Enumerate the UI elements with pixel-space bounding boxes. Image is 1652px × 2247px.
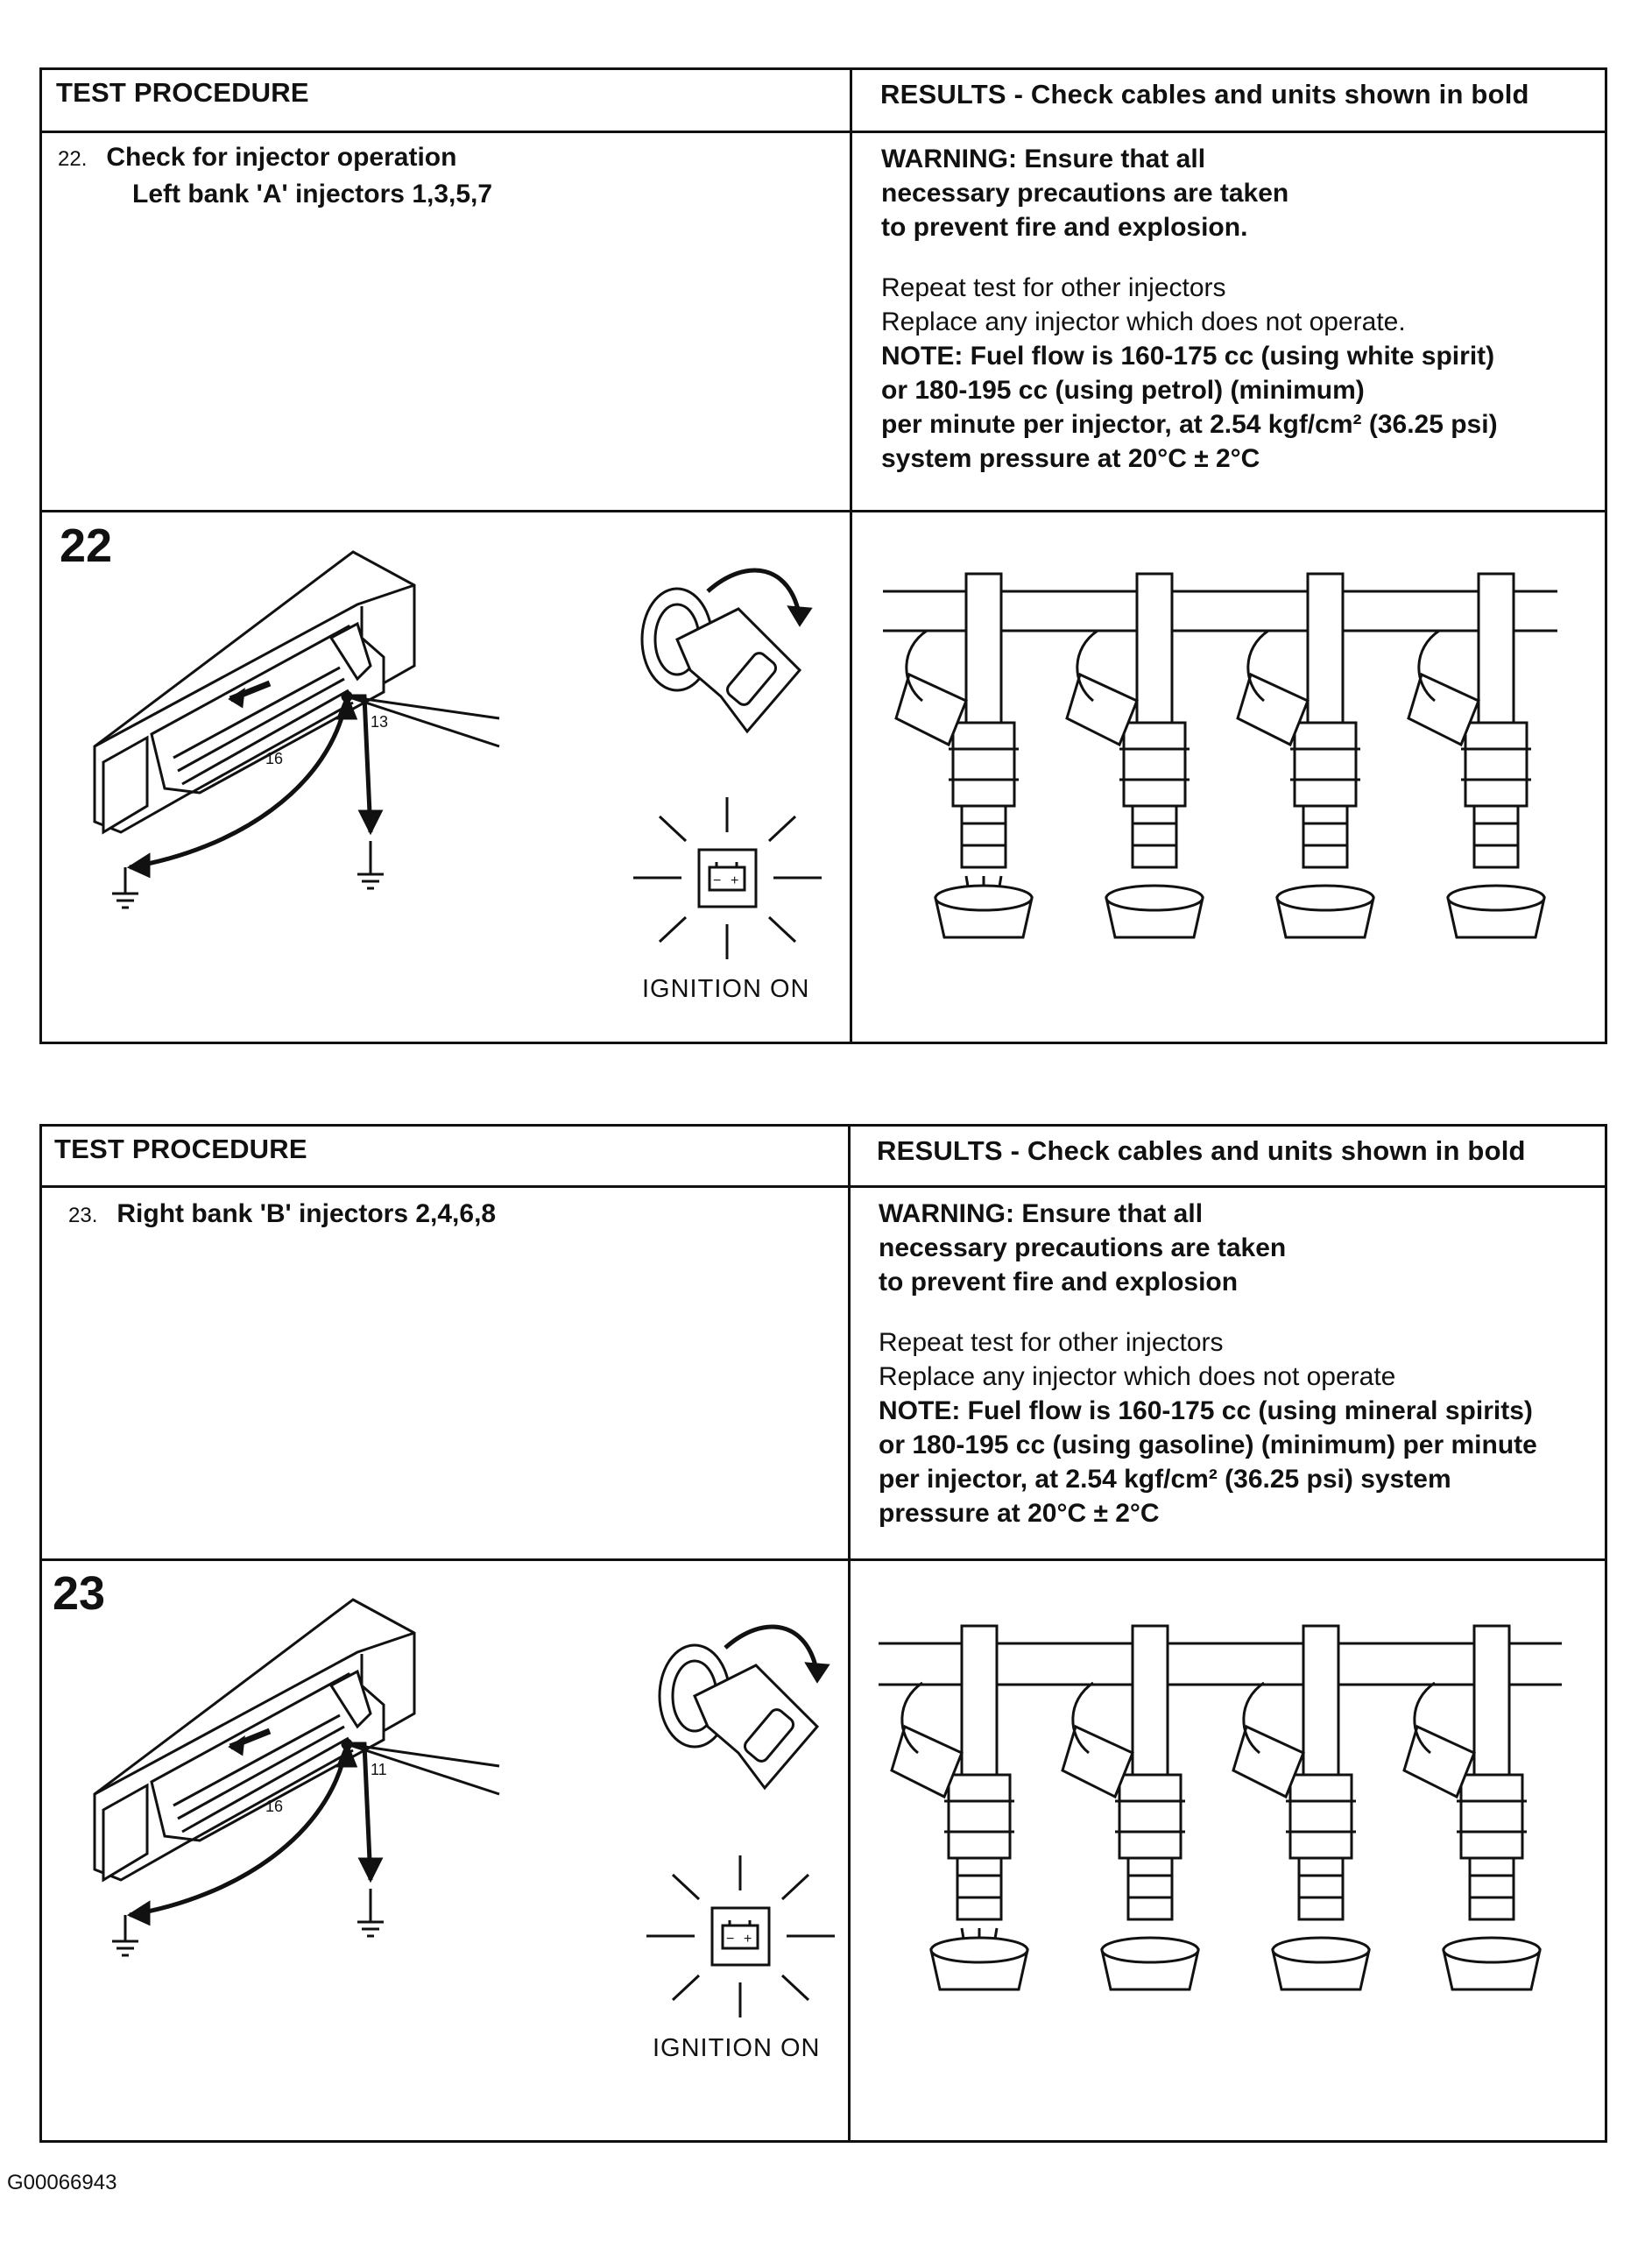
svg-text:+: + [744,1932,752,1947]
step-title: Right bank 'B' injectors 2,4,6,8 [116,1199,497,1228]
note-line: pressure at 20°C ± 2°C [879,1499,1160,1528]
ecu-connector-illustration: 11 16 [68,1591,524,2011]
warning-line: necessary precautions are taken [879,1233,1287,1262]
injector [1404,1626,1540,1989]
pin-label: 16 [265,1798,283,1815]
fuel-injectors-illustration [883,561,1584,1016]
test-sheet-23: TEST PROCEDURE RESULTS - Check cables an… [39,1124,1607,2143]
battery-warning-light-icon: − + [625,788,835,990]
fuel-injectors-illustration [879,1613,1579,2068]
note-line: or 180-195 cc (using gasoline) (minimum)… [879,1431,1537,1459]
note-line: NOTE: Fuel flow is 160-175 cc (using min… [879,1396,1533,1425]
test-sheet-22: TEST PROCEDURE RESULTS - Check cables an… [39,67,1607,1044]
svg-text:−: − [713,873,721,888]
header-test-procedure: TEST PROCEDURE [54,1134,307,1164]
note-line: per injector, at 2.54 kgf/cm² (36.25 psi… [879,1465,1451,1494]
ignition-on-label: IGNITION ON [642,975,810,1003]
column-divider [848,1127,851,2143]
ignition-key-icon [625,539,826,767]
row-divider [42,510,1607,512]
instruction-line: Repeat test for other injectors [881,273,1226,302]
svg-text:+: + [731,873,738,888]
figure-number: 22 [60,519,113,572]
pin-label: 11 [371,1761,387,1778]
ignition-key-icon [642,1595,844,1823]
battery-warning-light-icon: − + [638,1847,848,2048]
results-text: WARNING: Ensure that all necessary preca… [881,142,1599,476]
warning-line: WARNING: Ensure that all [881,145,1206,173]
pin-label: 16 [265,750,283,767]
ignition-on-label: IGNITION ON [653,2034,821,2062]
row-divider [42,131,1607,133]
svg-text:−: − [726,1932,734,1947]
injector [896,574,1032,937]
step-number: 23. [68,1204,98,1227]
pin-label: 13 [371,713,388,731]
injector [1238,574,1373,937]
figure-number: 23 [53,1567,106,1620]
step-subtitle: Left bank 'A' injectors 1,3,5,7 [132,180,493,208]
warning-line: to prevent fire and explosion. [881,213,1248,242]
header-test-procedure: TEST PROCEDURE [56,77,309,108]
warning-line: necessary precautions are taken [881,179,1289,208]
step-number: 22. [58,147,88,171]
step-description: 23. Right bank 'B' injectors 2,4,6,8 [68,1197,496,1233]
step-title: Check for injector operation [106,143,457,172]
note-line: per minute per injector, at 2.54 kgf/cm²… [881,410,1498,439]
row-divider [42,1185,1607,1188]
warning-line: WARNING: Ensure that all [879,1199,1204,1228]
figure-code: G00066943 [7,2171,117,2194]
header-results: RESULTS - Check cables and units shown i… [880,79,1529,110]
injector [1063,1626,1198,1989]
ecu-connector-illustration: 13 16 [68,543,524,964]
column-divider [850,70,852,1044]
injector [1067,574,1203,937]
step-description: 22. Check for injector operation Left ban… [58,140,492,212]
results-text: WARNING: Ensure that all necessary preca… [879,1197,1601,1530]
injector [1233,1626,1369,1989]
instruction-line: Repeat test for other injectors [879,1328,1224,1357]
warning-line: to prevent fire and explosion [879,1268,1239,1297]
header-results: RESULTS - Check cables and units shown i… [877,1135,1526,1166]
row-divider [42,1558,1607,1561]
note-line: NOTE: Fuel flow is 160-175 cc (using whi… [881,342,1495,371]
instruction-line: Replace any injector which does not oper… [881,307,1406,336]
injector [892,1626,1027,1989]
note-line: system pressure at 20°C ± 2°C [881,444,1260,473]
instruction-line: Replace any injector which does not oper… [879,1362,1396,1391]
note-line: or 180-195 cc (using petrol) (minimum) [881,376,1365,405]
injector [1408,574,1544,937]
